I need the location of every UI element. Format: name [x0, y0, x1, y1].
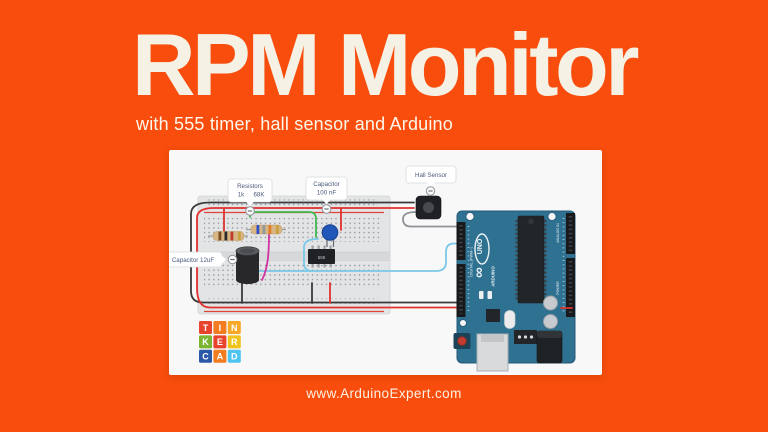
tooltip-capacitor-12uf: Capacitor 12uF [169, 251, 238, 268]
logo-letter: R [231, 337, 238, 347]
crystal-oscillator [504, 310, 516, 329]
led-indicator [487, 291, 492, 299]
logo-letter: E [217, 337, 223, 347]
ic-label: 555 [318, 255, 326, 260]
circuit-diagram: 555 [169, 165, 576, 372]
hall-signal-wire [402, 211, 460, 228]
logo-letter: C [202, 352, 209, 362]
digital-silk-label: DIGITAL (PWM~) [470, 247, 474, 277]
arduino-brand-label: ARDUINO [491, 266, 496, 287]
tooltip-text: 100 nF [317, 190, 336, 197]
led-indicator [479, 291, 484, 299]
capacitor-can [543, 314, 558, 329]
analog-power-pin-headers [562, 213, 575, 317]
circuit-panel: 555 [169, 150, 602, 375]
logo-letter: A [217, 352, 224, 362]
tooltip-text: Capacitor 12uF [172, 257, 215, 264]
usb-port [476, 333, 509, 372]
tooltip-capacitor-100nf: Capacitor 100 nF [305, 176, 348, 214]
breadboard-center-channel [198, 252, 390, 262]
logo-letter: K [202, 337, 209, 347]
arduino-uno-board: DIGITAL (PWM~) ANALOG IN POWER UNO ∞ ARD… [453, 210, 576, 372]
page-subtitle: with 555 timer, hall sensor and Arduino [136, 114, 453, 134]
capacitor-can [543, 295, 558, 311]
uno-label: UNO [477, 238, 484, 254]
power-jack [536, 330, 563, 364]
atmega-chip [515, 215, 547, 304]
resistor-1k [208, 231, 248, 241]
tinkercad-logo: T I N K E R C A D [199, 321, 241, 363]
arduino-infinity-icon: ∞ [471, 267, 488, 278]
minus-icon [245, 206, 255, 216]
logo-letter: N [231, 323, 238, 333]
power-silk-label: POWER [556, 281, 560, 295]
page-title: RPM Monitor [131, 15, 640, 114]
tooltip-text: Capacitor [313, 181, 339, 188]
magenta-jumper-wire [261, 231, 270, 281]
hall-sensor [415, 195, 442, 220]
disc-capacitor [321, 224, 339, 247]
tooltip-text: 68K [253, 192, 265, 199]
analog-silk-label: ANALOG IN [556, 223, 560, 243]
mounting-hole [459, 319, 467, 327]
website-url: www.ArduinoExpert.com [306, 386, 462, 401]
timer-ic-555: 555 [308, 245, 335, 268]
tooltip-text: 1k [238, 192, 245, 199]
breadboard [197, 195, 391, 315]
logo-letter: D [231, 352, 238, 362]
minus-icon [227, 254, 238, 265]
minus-icon [321, 204, 332, 214]
tooltip-text: Resistors [237, 183, 263, 190]
logo-letter: I [219, 323, 222, 333]
timer-loop-wire [303, 238, 319, 272]
resistor-68k [246, 224, 286, 235]
tooltip-resistors: Resistors 1k 68K [227, 178, 273, 216]
mounting-hole [465, 212, 475, 221]
uno-badge-outline [474, 233, 490, 265]
icsp-header [514, 330, 537, 344]
electrolytic-capacitor [235, 246, 260, 284]
tooltip-text: Hall Sensor [415, 172, 447, 179]
regulator-chip [486, 309, 500, 322]
tooltip-hall-sensor: Hall Sensor [405, 165, 457, 196]
minus-icon [425, 186, 436, 196]
reset-button [453, 333, 471, 349]
digital-pin-headers [456, 222, 470, 317]
mounting-hole [547, 212, 557, 221]
logo-letter: T [203, 323, 209, 333]
timer-output-wire [251, 242, 461, 272]
